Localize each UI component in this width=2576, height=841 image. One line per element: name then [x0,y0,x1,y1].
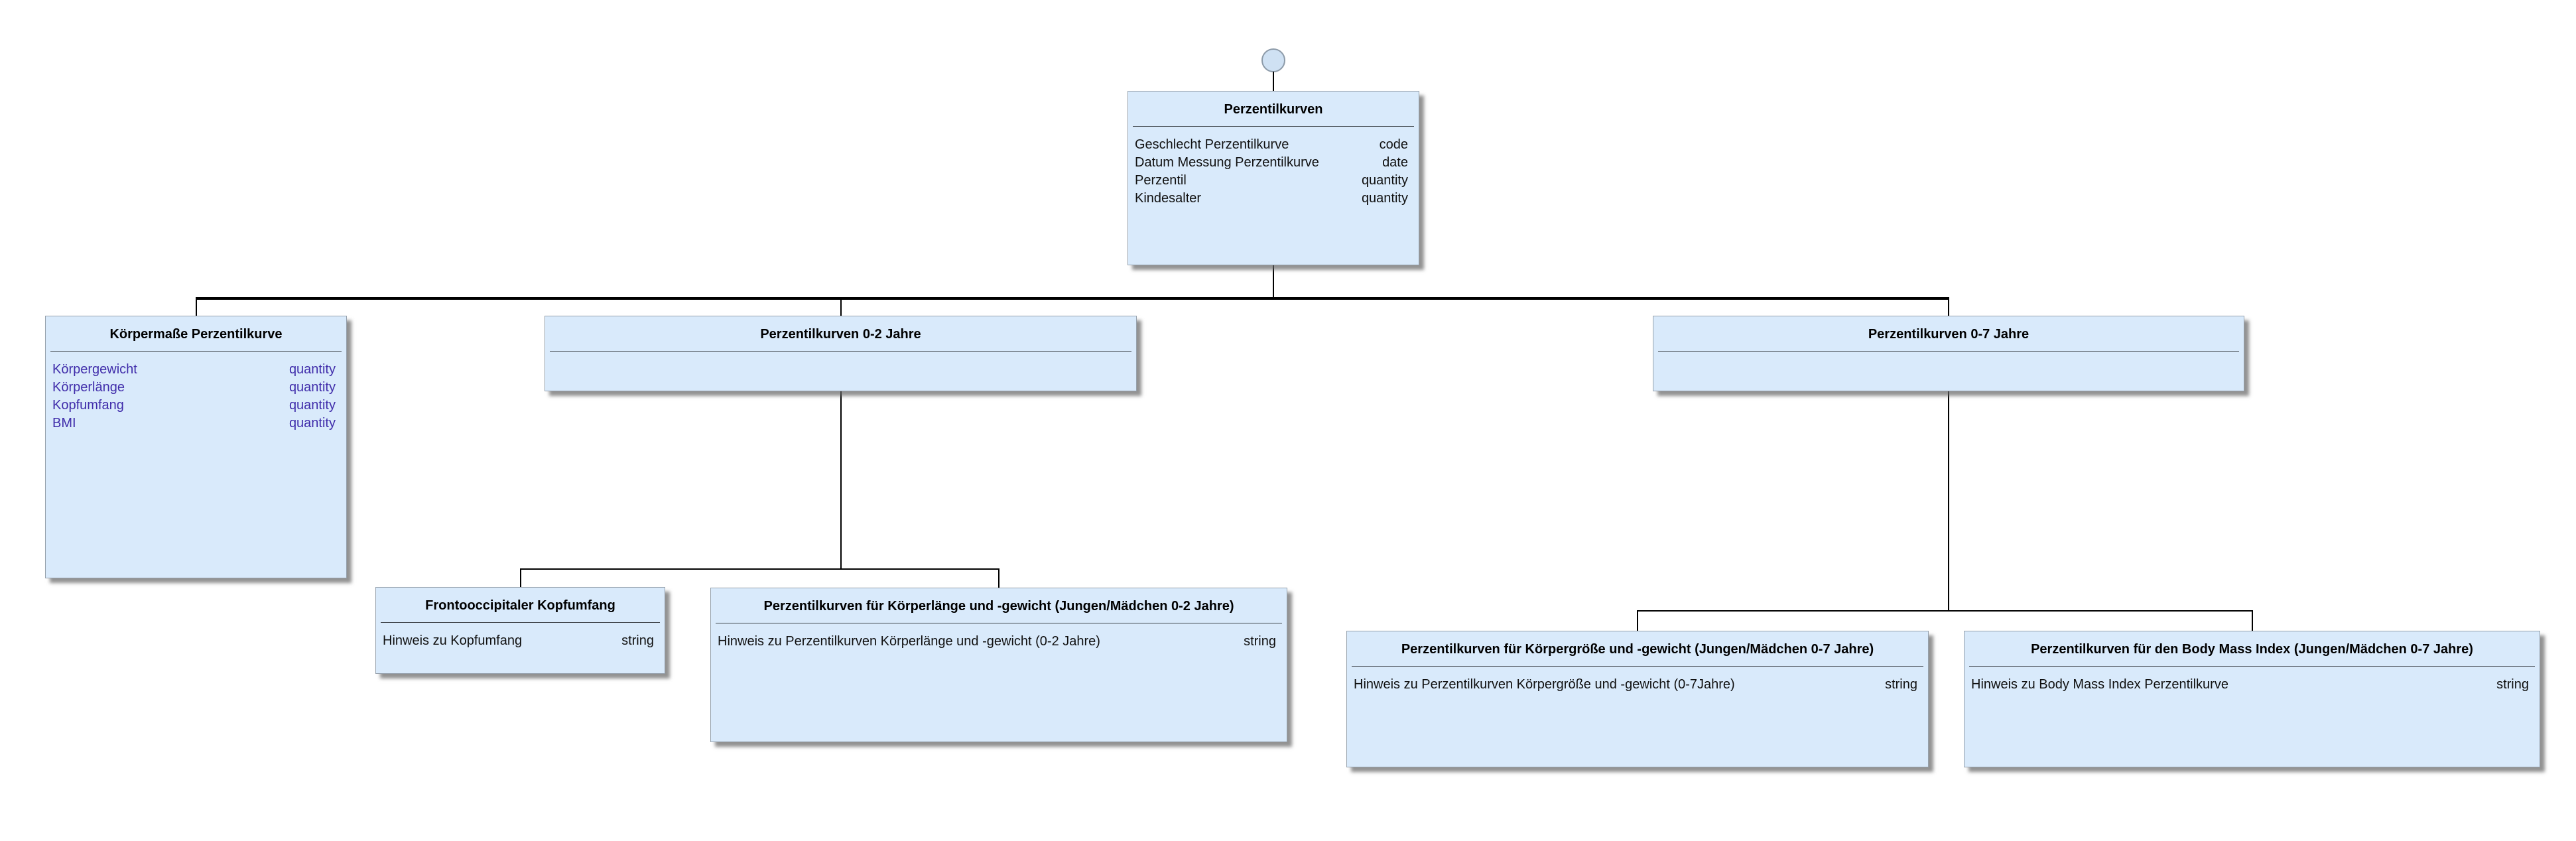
attribute-type: quantity [289,416,336,430]
node-title: Perzentilkurven für Körperlänge und -gew… [763,599,1234,614]
attribute-name: Hinweis zu Body Mass Index Perzentilkurv… [1971,677,2228,692]
attribute-list: Hinweis zu Perzentilkurven Körperlänge u… [711,623,1287,651]
attribute-type: date [1382,155,1408,170]
title-separator [1658,351,2239,352]
attribute-type: string [2496,677,2529,692]
attribute-name: BMI [52,416,76,430]
node-title: Perzentilkurven für Körpergröße und -gew… [1401,642,1874,657]
attribute-row: Hinweis zu Body Mass Index Perzentilkurv… [1971,676,2529,694]
attribute-row: Datum Messung Perzentilkurve date [1135,154,1408,172]
attribute-row: Körpergewicht quantity [52,361,336,379]
attribute-type: quantity [1361,191,1408,206]
attribute-list: Hinweis zu Perzentilkurven Körpergröße u… [1347,667,1928,694]
attribute-row: Kopfumfang quantity [52,397,336,415]
title-separator [381,622,660,623]
node-title: Körpermaße Perzentilkurve [109,327,283,342]
attribute-name: Hinweis zu Kopfumfang [383,633,523,648]
attribute-type: quantity [289,380,336,395]
attribute-name: Datum Messung Perzentilkurve [1135,155,1319,170]
node-bmi-0-7[interactable]: Perzentilkurven für den Body Mass Index … [1964,631,2540,767]
title-separator [50,351,342,352]
attribute-name: Hinweis zu Perzentilkurven Körpergröße u… [1354,677,1735,692]
attribute-type: string [1244,634,1276,649]
attribute-type: quantity [289,398,336,413]
attribute-list: Körpergewicht quantity Körperlänge quant… [46,352,346,432]
title-separator [1133,126,1414,127]
attribute-name: Körpergewicht [52,362,137,377]
node-koerperlaenge-gewicht-0-2[interactable]: Perzentilkurven für Körperlänge und -gew… [710,588,1287,742]
root-anchor-circle-icon [1261,48,1285,72]
attribute-name: Hinweis zu Perzentilkurven Körperlänge u… [718,634,1100,649]
attribute-name: Perzentil [1135,173,1187,188]
node-perzentilkurven-0-2-jahre[interactable]: Perzentilkurven 0-2 Jahre [545,316,1137,391]
attribute-row: BMI quantity [52,415,336,432]
node-koerpermasse-perzentilkurve[interactable]: Körpermaße Perzentilkurve Körpergewicht … [45,316,347,578]
attribute-row: Kindesalter quantity [1135,190,1408,208]
attribute-row: Perzentil quantity [1135,172,1408,190]
title-separator [550,351,1131,352]
node-koerpergroesse-gewicht-0-7[interactable]: Perzentilkurven für Körpergröße und -gew… [1346,631,1929,767]
title-separator [1352,666,1923,667]
attribute-row: Hinweis zu Kopfumfang string [383,632,654,650]
node-frontooccipitaler-kopfumfang[interactable]: Frontooccipitaler Kopfumfang Hinweis zu … [375,587,665,674]
attribute-row: Geschlecht Perzentilkurve code [1135,136,1408,154]
attribute-type: quantity [289,362,336,377]
attribute-name: Geschlecht Perzentilkurve [1135,137,1289,152]
attribute-row: Körperlänge quantity [52,379,336,397]
attribute-list: Hinweis zu Body Mass Index Perzentilkurv… [1964,667,2540,694]
node-title: Perzentilkurven 0-7 Jahre [1868,327,2029,342]
attribute-name: Kopfumfang [52,398,124,413]
node-perzentilkurven[interactable]: Perzentilkurven Geschlecht Perzentilkurv… [1127,91,1419,265]
node-title: Perzentilkurven 0-2 Jahre [760,327,921,342]
attribute-name: Körperlänge [52,380,125,395]
node-title: Perzentilkurven [1224,102,1323,117]
node-title: Perzentilkurven für den Body Mass Index … [2031,642,2473,657]
attribute-list: Geschlecht Perzentilkurve code Datum Mes… [1128,127,1419,208]
title-separator [1969,666,2535,667]
attribute-row: Hinweis zu Perzentilkurven Körperlänge u… [718,633,1276,651]
node-perzentilkurven-0-7-jahre[interactable]: Perzentilkurven 0-7 Jahre [1653,316,2244,391]
attribute-list: Hinweis zu Kopfumfang string [376,623,665,650]
node-title: Frontooccipitaler Kopfumfang [425,598,615,613]
attribute-type: code [1379,137,1408,152]
attribute-type: string [1885,677,1917,692]
attribute-type: string [621,633,654,648]
attribute-row: Hinweis zu Perzentilkurven Körpergröße u… [1354,676,1917,694]
attribute-name: Kindesalter [1135,191,1202,206]
attribute-type: quantity [1361,173,1408,188]
